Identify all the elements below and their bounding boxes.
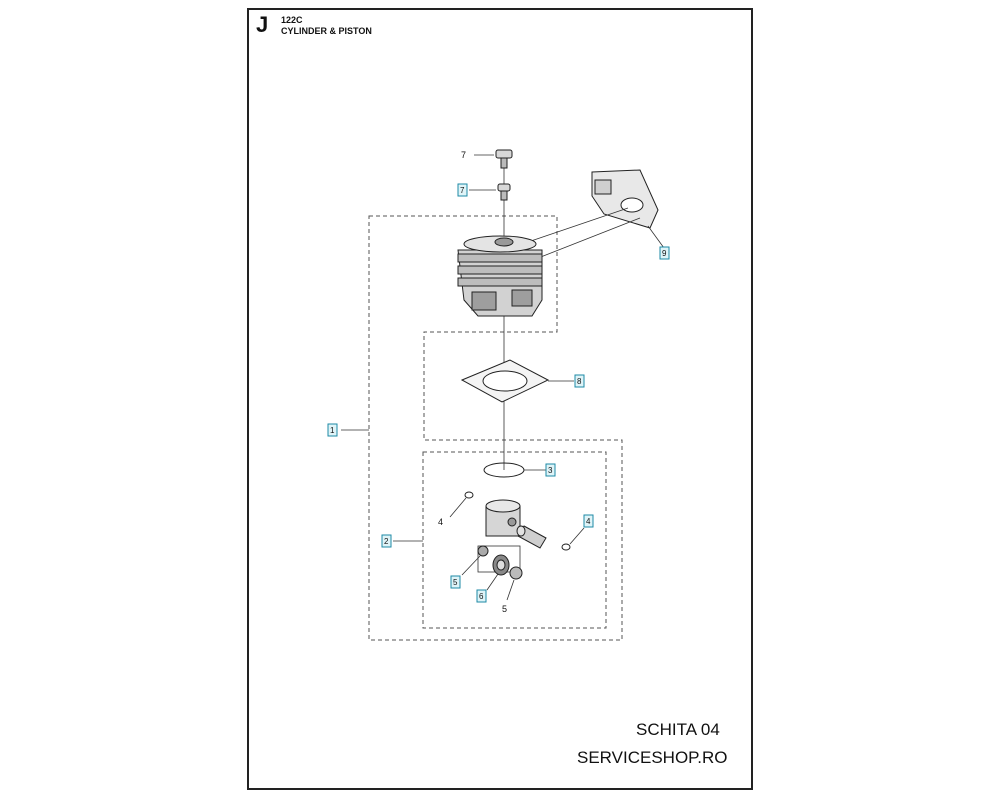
cylinder-icon [457,235,543,317]
screw-icon [495,149,513,169]
callout-5-right: 5 [502,604,507,614]
svg-text:6: 6 [479,592,484,601]
svg-text:5: 5 [453,578,458,587]
sheet-label: SCHITA 04 [636,720,720,739]
callout-9: 9 [659,246,670,260]
circlip-icon [464,491,474,499]
svg-text:8: 8 [577,377,582,386]
screw-icon [497,183,511,201]
callout-4-left: 4 [438,517,443,527]
section-letter: J [256,12,269,37]
circlip-icon [561,543,571,551]
model-number: 122C [281,15,303,25]
piston-pin-icon [516,525,547,549]
svg-text:7: 7 [460,186,465,195]
thrust-washer-icon [509,566,523,580]
piston-icon [485,499,521,537]
diagram-title: CYLINDER & PISTON [281,26,372,36]
callout-3: 3 [545,463,556,477]
svg-text:1: 1 [330,426,335,435]
website-label: SERVICESHOP.RO [577,748,728,767]
callout-4-right: 4 [583,514,594,528]
callout-7-boxed: 7 [457,183,468,197]
piston-group-2-outline [422,451,607,629]
callout-7-top: 7 [461,150,466,160]
svg-text:4: 4 [586,517,591,526]
svg-text:2: 2 [384,537,389,546]
assembly-1-outline [368,215,623,641]
cylinder-gasket-icon [460,359,550,403]
svg-text:9: 9 [662,249,667,258]
callout-8: 8 [574,374,585,388]
callout-5-left: 5 [450,575,461,589]
thrust-washer-icon [477,545,489,557]
needle-bearing-icon [492,554,510,576]
exhaust-plate-icon [591,169,659,229]
callout-6: 6 [476,589,487,603]
callout-2: 2 [381,534,392,548]
svg-text:3: 3 [548,466,553,475]
callout-1: 1 [327,423,338,437]
